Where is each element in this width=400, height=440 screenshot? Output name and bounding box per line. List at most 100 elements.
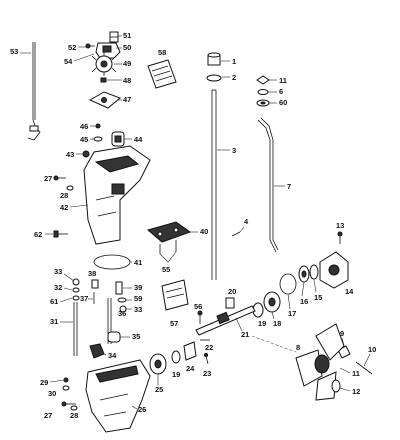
callout-48: 48: [123, 76, 131, 85]
callout-9: 9: [340, 329, 344, 338]
callout-25: 25: [155, 385, 163, 394]
callout-60: 60: [279, 98, 287, 107]
callout-8: 8: [296, 343, 300, 352]
part-7-shift-rod: [257, 117, 279, 253]
part-30-washer: [62, 385, 70, 391]
callout-44: 44: [134, 135, 143, 144]
callout-47: 47: [123, 95, 131, 104]
callout-36: 36: [118, 309, 126, 318]
callout-20: 20: [228, 287, 236, 296]
part-11-grommet: [256, 75, 270, 85]
part-24-clutch: [183, 341, 197, 361]
part-4-dowel: [231, 231, 241, 237]
callout-50: 50: [123, 43, 131, 52]
part-49-impeller: [91, 52, 117, 76]
part-23-screw: [203, 352, 209, 365]
callout-49: 49: [123, 59, 131, 68]
part-15-seal: [309, 264, 319, 280]
callout-28-upper: 28: [60, 191, 68, 200]
part-31-shift-shaft: [73, 302, 78, 356]
callout-58: 58: [158, 48, 166, 57]
part-50-pump-housing: [95, 42, 121, 59]
callout-23: 23: [203, 369, 211, 378]
callout-13: 13: [336, 221, 344, 230]
callout-10: 10: [368, 345, 376, 354]
callout-4: 4: [244, 217, 249, 226]
alignment-line: [251, 335, 297, 353]
callout-28-lower: 28: [70, 411, 78, 420]
callout-11-lower: 11: [352, 369, 360, 378]
part-16-bearing: [298, 265, 310, 283]
part-43-nut: [82, 150, 90, 158]
callout-11: 11: [279, 76, 287, 85]
callout-35: 35: [132, 332, 140, 341]
callout-2: 2: [232, 73, 236, 82]
callout-54: 54: [64, 57, 73, 66]
part-21-propeller-shaft: [195, 305, 256, 336]
part-42-driveshaft-housing: [83, 145, 151, 245]
callout-46: 46: [80, 122, 88, 131]
part-28-washer-upper: [66, 185, 74, 191]
part-14-bearing-carrier: [319, 251, 349, 289]
callout-15: 15: [314, 293, 322, 302]
part-28-washer-lower: [70, 405, 78, 411]
part-58-decal: [147, 59, 177, 89]
callout-34: 34: [108, 351, 117, 360]
part-8-propeller: [295, 323, 345, 401]
part-48-pin: [100, 77, 107, 83]
part-13-screw: [337, 231, 343, 244]
part-2-seal: [206, 74, 222, 82]
callout-32: 32: [54, 283, 62, 292]
callout-19-lower: 19: [172, 370, 180, 379]
callout-29: 29: [40, 378, 48, 387]
callout-41: 41: [134, 258, 142, 267]
callout-53: 53: [10, 47, 18, 56]
callout-56: 56: [194, 302, 202, 311]
callout-30: 30: [48, 389, 56, 398]
callout-3: 3: [232, 146, 236, 155]
callout-16: 16: [300, 297, 308, 306]
callout-6: 6: [279, 87, 283, 96]
part-45-washer: [93, 136, 103, 142]
callout-27-lower: 27: [44, 411, 52, 420]
callout-59: 59: [134, 294, 142, 303]
callout-39: 39: [134, 283, 142, 292]
callout-14: 14: [345, 287, 354, 296]
part-39-bracket: [115, 281, 123, 295]
callout-18: 18: [273, 319, 281, 328]
callout-1: 1: [232, 57, 236, 66]
part-57-decal: [161, 279, 189, 311]
part-1-bushing: [207, 52, 221, 66]
part-18-forward-gear: [263, 291, 281, 313]
callout-31: 31: [50, 317, 58, 326]
callout-57: 57: [170, 319, 178, 328]
part-61-clip: [72, 295, 80, 301]
part-3-driveshaft: [211, 89, 217, 280]
part-27-screw-upper: [53, 175, 66, 181]
part-29-screw: [63, 377, 69, 383]
part-10-pin: [355, 361, 373, 375]
callout-26: 26: [138, 405, 146, 414]
callout-61: 61: [50, 297, 58, 306]
callout-17: 17: [288, 309, 296, 318]
callout-27-upper: 27: [44, 174, 52, 183]
part-56-screw: [197, 310, 203, 324]
callout-55: 55: [162, 265, 170, 274]
part-47-plate: [88, 91, 121, 109]
callout-42: 42: [60, 203, 68, 212]
part-25-reverse-gear: [149, 353, 167, 375]
part-52-screw: [85, 43, 95, 49]
part-27-screw-lower: [61, 401, 76, 407]
part-46-screw: [95, 123, 101, 129]
part-44-fitting: [111, 131, 125, 147]
callout-33-center: 33: [134, 305, 142, 314]
part-26-gearcase: [85, 359, 151, 433]
part-32-washer: [72, 287, 80, 293]
part-40-cover: [146, 221, 192, 243]
part-62-bolt: [53, 230, 68, 238]
callout-21: 21: [241, 330, 249, 339]
callout-43: 43: [66, 150, 74, 159]
callout-33-left: 33: [54, 267, 62, 276]
callout-51: 51: [123, 31, 131, 40]
part-20-pinion: [225, 297, 235, 309]
